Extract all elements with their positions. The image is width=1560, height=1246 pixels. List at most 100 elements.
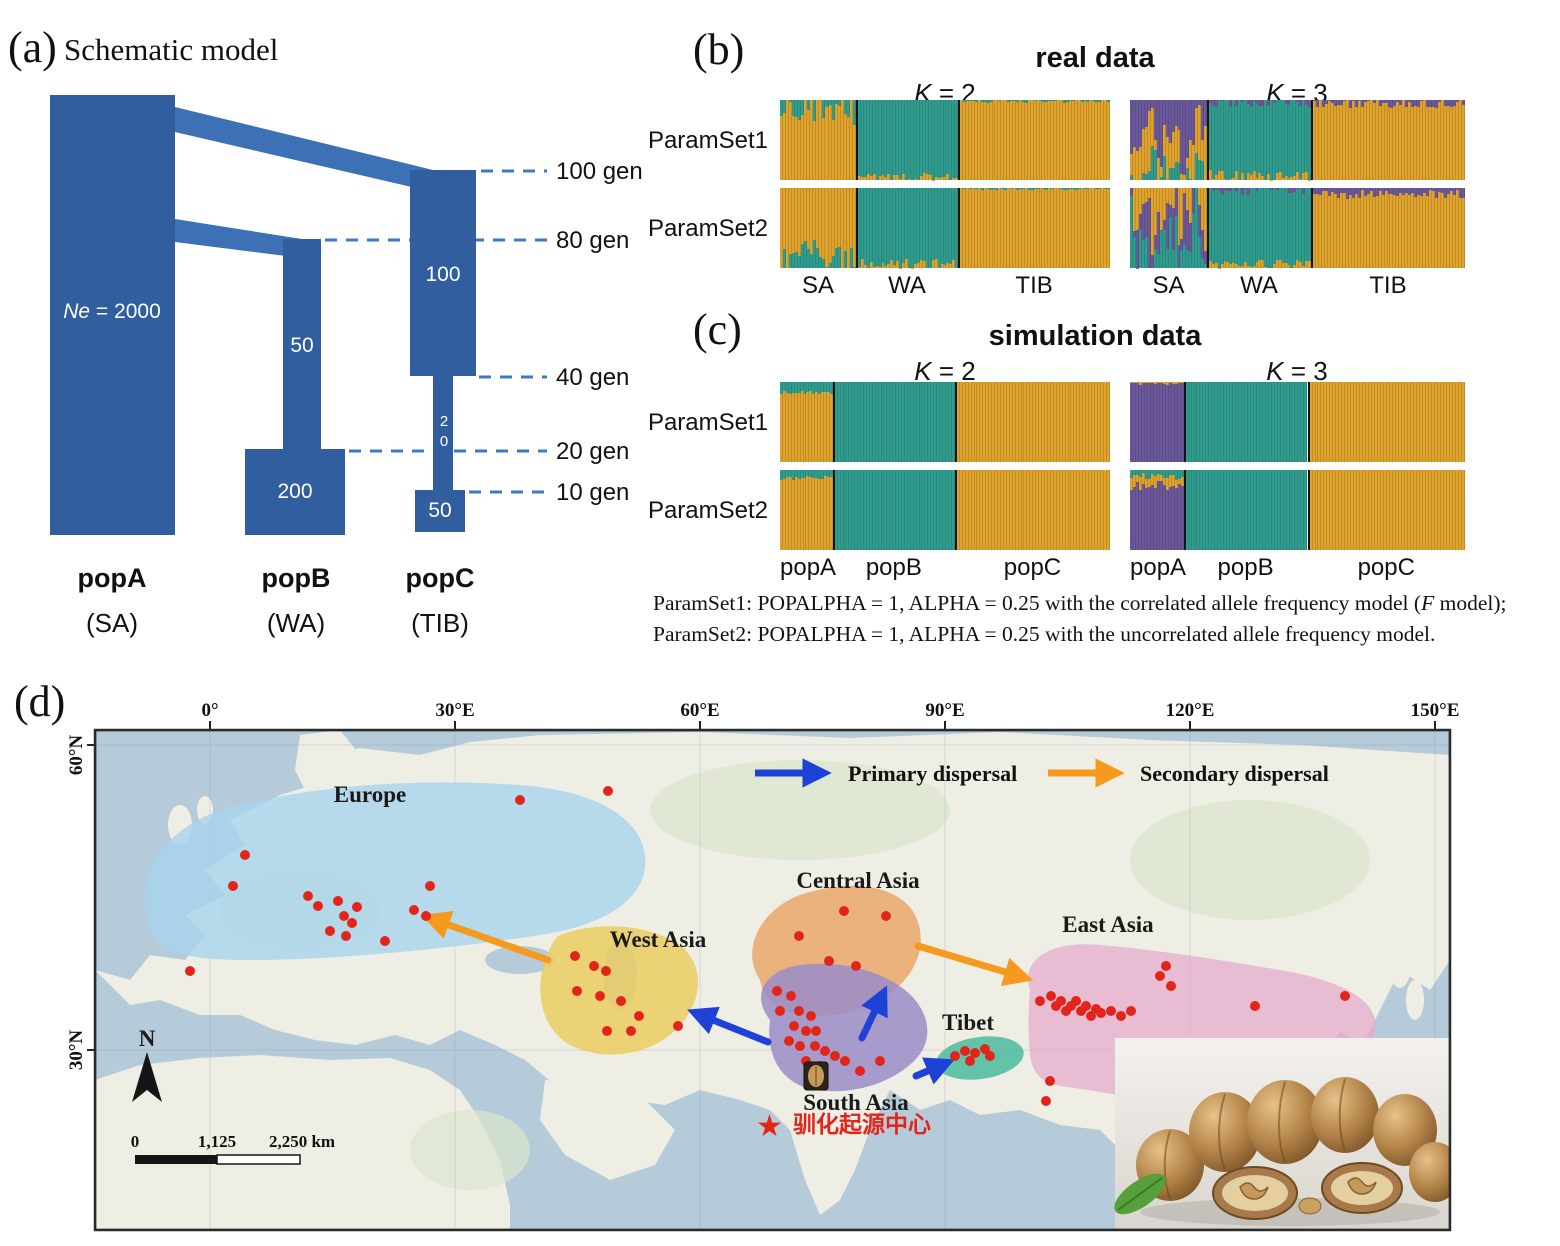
scale-mid: 1,125 bbox=[198, 1132, 236, 1151]
sample-site-dot bbox=[784, 1036, 794, 1046]
sample-site-dot bbox=[789, 1021, 799, 1031]
structure-block-SA bbox=[780, 100, 856, 180]
sample-site-dot bbox=[313, 901, 323, 911]
panel-b-label: (b) bbox=[693, 25, 745, 74]
structure-row-ParamSet1 bbox=[1130, 382, 1465, 462]
walnut-4 bbox=[1311, 1077, 1379, 1153]
sample-site-dot bbox=[595, 991, 605, 1001]
generation-time-labels: 100 gen 80 gen 40 gen 20 gen 10 gen bbox=[556, 158, 643, 506]
real-data-title: real data bbox=[1035, 42, 1155, 74]
structure-block-WA bbox=[855, 100, 959, 180]
sample-site-dot bbox=[185, 966, 195, 976]
sample-site-dot bbox=[830, 1051, 840, 1061]
time-label-10gen: 10 gen bbox=[556, 479, 629, 506]
structure-block-popC bbox=[1307, 470, 1465, 550]
panel-a-title: Schematic model bbox=[64, 32, 278, 67]
structure-plot-sim-k3 bbox=[1130, 382, 1465, 558]
lat-ticks bbox=[87, 744, 95, 1051]
panel-c-label: (c) bbox=[693, 305, 742, 354]
sample-site-dot bbox=[347, 918, 357, 928]
panel-d-label: (d) bbox=[14, 677, 65, 726]
panel-a-schematic: (a) Schematic model Ne = 2000 50 200 bbox=[8, 23, 643, 638]
sample-site-dot bbox=[820, 1046, 830, 1056]
sample-site-dot bbox=[1096, 1008, 1106, 1018]
popC-name: popC bbox=[406, 563, 475, 593]
popA-ne-label: Ne = 2000 bbox=[63, 300, 161, 323]
structure-block-TIB bbox=[958, 188, 1110, 268]
scale-end: 2,250 km bbox=[269, 1132, 335, 1151]
group-label-SA: SA bbox=[801, 272, 834, 299]
popC-stem-size-digit2: 0 bbox=[440, 433, 448, 450]
lon-label-60e: 60°E bbox=[680, 700, 719, 721]
structure-block-WA bbox=[1207, 188, 1311, 268]
panel-d-map: (d) 0° 30°E 60°E 90°E 120°E 150°E 60°N 3… bbox=[14, 677, 1459, 1232]
structure-row-ParamSet1 bbox=[1130, 100, 1466, 180]
sample-site-dot bbox=[409, 905, 419, 915]
sample-site-dot bbox=[515, 795, 525, 805]
group-label-popC: popC bbox=[1357, 554, 1415, 581]
vegetation-3 bbox=[1130, 800, 1370, 920]
sample-site-dot bbox=[960, 1046, 970, 1056]
sample-site-dot bbox=[1071, 996, 1081, 1006]
region-europe bbox=[144, 782, 646, 960]
structure-block-WA bbox=[1207, 100, 1311, 180]
sample-site-dot bbox=[1161, 961, 1171, 971]
sample-site-dot bbox=[570, 951, 580, 961]
structure-row-ParamSet2 bbox=[780, 470, 1110, 550]
structure-block-SA bbox=[1130, 188, 1208, 268]
popB-base-size: 200 bbox=[277, 480, 312, 503]
sample-site-dot bbox=[839, 906, 849, 916]
sample-site-dot bbox=[855, 1066, 865, 1076]
row-label-paramset1-real: ParamSet1 bbox=[647, 127, 768, 154]
sample-site-dot bbox=[965, 1056, 975, 1066]
time-label-100gen: 100 gen bbox=[556, 158, 643, 185]
sample-site-dot bbox=[772, 986, 782, 996]
popC-alias: (TIB) bbox=[411, 608, 469, 638]
popA-name: popA bbox=[78, 563, 147, 593]
region-west-asia bbox=[540, 926, 699, 1055]
sample-site-dot bbox=[1155, 971, 1165, 981]
sample-site-dot bbox=[851, 961, 861, 971]
map-axis: 0° 30°E 60°E 90°E 120°E 150°E 60°N 30°N bbox=[66, 700, 1459, 1070]
sample-site-dot bbox=[339, 911, 349, 921]
sample-site-dot bbox=[333, 896, 343, 906]
sample-site-dot bbox=[950, 1051, 960, 1061]
walnut-seams bbox=[1163, 1078, 1346, 1200]
structure-block-popB bbox=[1183, 470, 1308, 550]
sample-site-dot bbox=[341, 931, 351, 941]
popC-base-rect bbox=[415, 490, 465, 532]
scale-bar: 0 1,125 2,250 km bbox=[131, 1132, 335, 1165]
group-label-popB: popB bbox=[865, 554, 922, 581]
caption-line1: ParamSet1: POPALPHA = 1, ALPHA = 0.25 wi… bbox=[653, 591, 1507, 615]
walnut-kernel-2 bbox=[1347, 1177, 1377, 1195]
map-frame-outer bbox=[93, 728, 1452, 1232]
secondary-dispersal-arrow-centralasia-eastasia bbox=[914, 942, 1034, 987]
structure-row-ParamSet2 bbox=[1130, 188, 1466, 268]
sample-site-dot bbox=[1106, 1006, 1116, 1016]
lat-label-30n: 30°N bbox=[66, 1030, 87, 1071]
dispersal-arrows bbox=[420, 911, 1034, 1085]
vegetation-2 bbox=[650, 760, 950, 860]
row-label-paramset2-sim: ParamSet2 bbox=[647, 497, 768, 524]
group-labels-real-k3: SA WA TIB bbox=[1130, 272, 1465, 300]
sample-site-dot bbox=[985, 1051, 995, 1061]
scale-segment-black bbox=[135, 1155, 217, 1164]
group-label-TIB: TIB bbox=[1369, 272, 1407, 299]
group-label-popA: popA bbox=[1130, 554, 1187, 581]
walnut-6 bbox=[1409, 1142, 1450, 1202]
primary-dispersal-arrow-southasia-tibet bbox=[912, 1057, 955, 1085]
lon-label-150e: 150°E bbox=[1411, 700, 1460, 721]
structure-block-popC bbox=[954, 382, 1110, 462]
k3-label-sim: K = 3 bbox=[1266, 356, 1328, 386]
secondary-dispersal-arrow-westasia-europe bbox=[420, 911, 552, 964]
sample-site-dot bbox=[228, 881, 238, 891]
group-label-popB: popB bbox=[1217, 554, 1274, 581]
structure-block-popB bbox=[1183, 382, 1308, 462]
compass-arrow-icon bbox=[132, 1052, 162, 1102]
time-label-20gen: 20 gen bbox=[556, 438, 629, 465]
group-label-WA: WA bbox=[1240, 272, 1278, 299]
origin-legend: ★ 驯化起源中心 bbox=[756, 1110, 931, 1143]
region-tibet bbox=[936, 1036, 1024, 1080]
sample-site-dot bbox=[325, 926, 335, 936]
sample-site-dot bbox=[1041, 1096, 1051, 1106]
